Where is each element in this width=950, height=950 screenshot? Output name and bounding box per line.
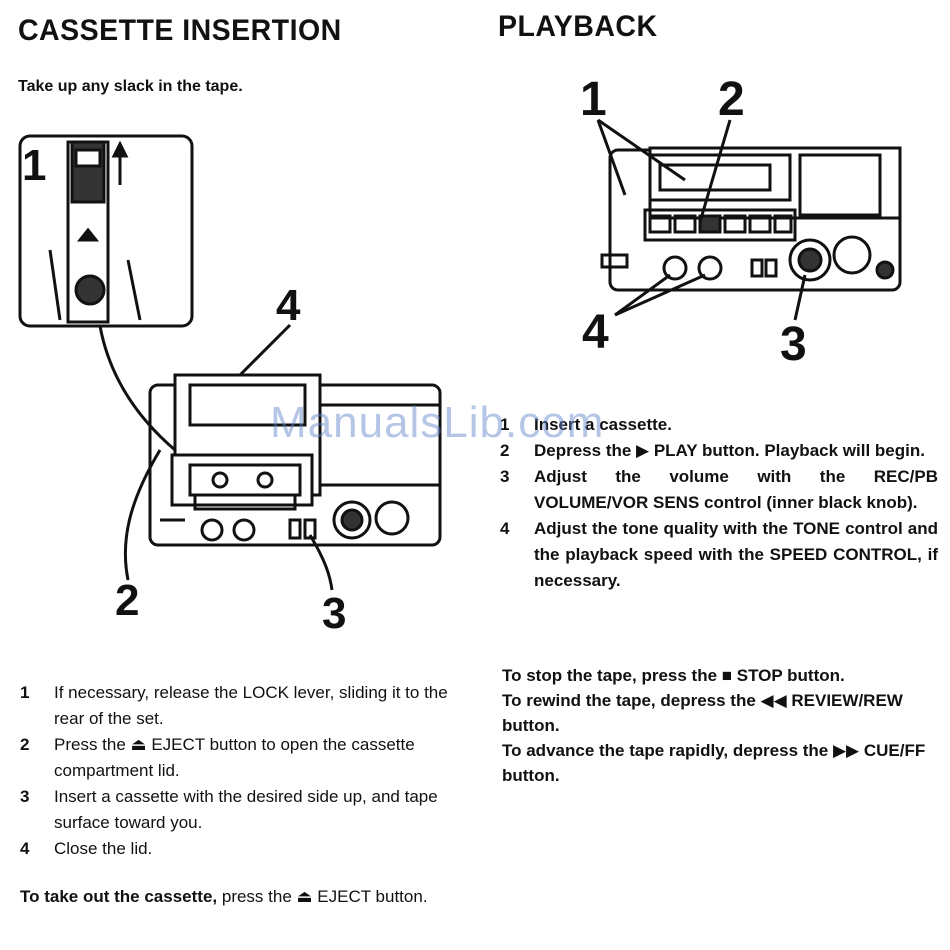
figure-label-2: 2 <box>115 576 139 625</box>
stop-note: To stop the tape, press the ■ STOP butto… <box>502 666 845 685</box>
watermark: ManualsLib.com <box>270 398 605 447</box>
advance-note: To advance the tape rapidly, depress the… <box>502 741 926 785</box>
cassette-insertion-title: CASSETTE INSERTION <box>18 14 342 47</box>
figure-label-3: 3 <box>780 318 807 370</box>
playback-title: PLAYBACK <box>498 10 658 43</box>
figure-label-4: 4 <box>582 306 609 359</box>
figure-label-3: 3 <box>322 589 346 638</box>
cassette-insertion-figure: 1 2 3 4 <box>18 134 442 638</box>
playback-figure: 1 2 3 4 <box>580 73 902 370</box>
figure-label-1: 1 <box>22 141 46 190</box>
figure-label-2: 2 <box>718 73 745 126</box>
figure-label-1: 1 <box>580 73 607 126</box>
rewind-note: To rewind the tape, depress the ◀◀ REVIE… <box>502 691 903 735</box>
figure-label-4: 4 <box>276 281 301 330</box>
intro-text: Take up any slack in the tape. <box>18 78 243 95</box>
take-out-note: To take out the cassette, press the ⏏ EJ… <box>20 887 428 906</box>
